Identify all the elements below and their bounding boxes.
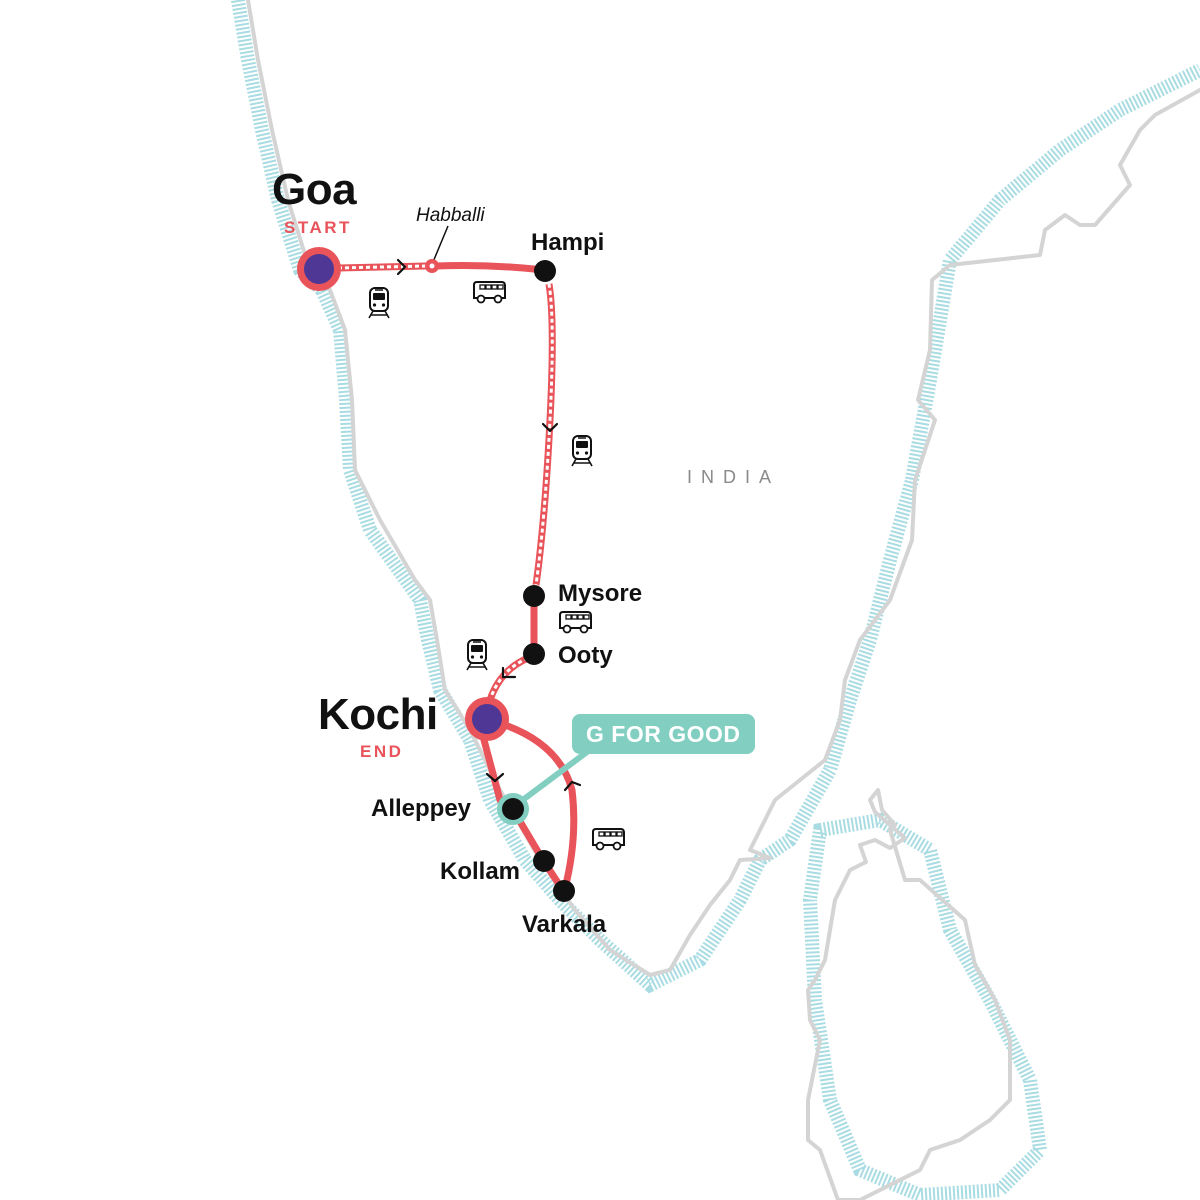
city-label-varkala: Varkala [522, 911, 607, 938]
bus-icon [559, 611, 592, 634]
city-label-kochi: Kochi [318, 690, 438, 739]
route-habballi-hampi [432, 262, 548, 274]
city-label-ooty: Ooty [558, 642, 613, 669]
direction-arrow [485, 772, 505, 783]
g-for-good-connector [510, 743, 597, 811]
direction-arrow [541, 422, 559, 433]
g-for-good-badge[interactable]: G FOR GOOD [572, 714, 755, 754]
stop-mysore[interactable] [523, 585, 545, 607]
city-label-kollam: Kollam [440, 858, 521, 885]
waypoint-habballi[interactable] [425, 259, 439, 273]
stop-alleppey[interactable] [497, 793, 529, 825]
train-icon [466, 639, 488, 671]
bus-icon [473, 281, 506, 304]
waypoint-label-habballi: Habballi [416, 205, 485, 226]
start-marker-goa[interactable] [297, 247, 341, 291]
route-varkala-kochi [501, 721, 578, 896]
direction-arrow [563, 780, 582, 792]
water-hatching [231, 0, 1200, 1200]
direction-arrow [501, 666, 517, 679]
city-label-alleppey: Alleppey [371, 795, 472, 822]
bus-icon [592, 828, 625, 851]
train-icon [571, 435, 593, 467]
end-marker-kochi[interactable] [465, 697, 509, 741]
country-label-india: INDIA [687, 467, 781, 487]
city-label-mysore: Mysore [558, 580, 643, 607]
route-ooty-kochi [486, 654, 530, 702]
train-icon [368, 287, 390, 319]
stop-ooty[interactable] [523, 643, 545, 665]
coastline [246, 0, 1200, 1200]
stop-kollam[interactable] [533, 850, 555, 872]
stop-varkala[interactable] [553, 880, 575, 902]
end-tag: END [360, 742, 404, 761]
habballi-leader-line [432, 225, 449, 263]
stop-hampi[interactable] [534, 260, 556, 282]
direction-arrow [396, 258, 407, 276]
city-label-hampi: Hampi [531, 229, 605, 256]
start-tag: START [284, 218, 352, 237]
city-label-goa: Goa [272, 165, 357, 214]
